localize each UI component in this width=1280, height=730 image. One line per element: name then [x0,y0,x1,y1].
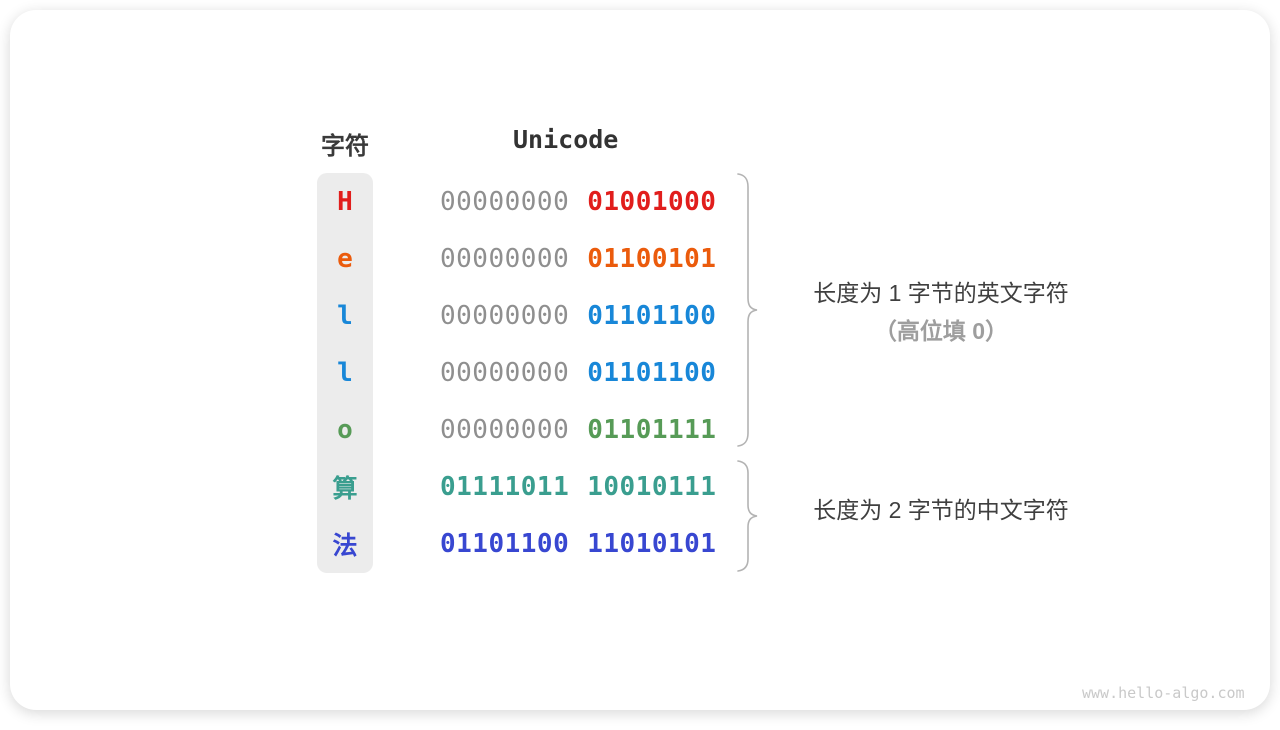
char-suan: 算 [332,475,358,504]
high-byte: 00000000 [440,300,570,331]
unicode-row: 00000000 01001000 [440,173,740,230]
low-byte: 01001000 [587,186,717,217]
annotation-chinese-group: 长度为 2 字节的中文字符 [752,491,1130,529]
unicode-column: 00000000 01001000 00000000 01100101 0000… [440,173,740,573]
low-byte: 01101100 [587,300,717,331]
low-byte: 01101111 [587,415,717,446]
unicode-row: 00000000 01101100 [440,344,740,401]
high-byte: 01101100 [440,529,570,560]
low-byte: 11010101 [587,529,717,560]
high-byte: 00000000 [440,357,570,388]
column-header-unicode: Unicode [513,125,619,154]
unicode-row: 00000000 01101111 [440,402,740,459]
unicode-row: 00000000 01100101 [440,230,740,287]
char-e: e [337,243,353,274]
diagram-card: 字符 Unicode H e l l o 算 法 00000000 010010… [10,10,1270,710]
char-o: o [337,415,353,446]
high-byte: 00000000 [440,186,570,217]
char-H: H [337,186,353,217]
annotation-english-line2: （高位填 0） [873,318,1009,344]
char-l1: l [337,300,353,331]
column-header-character: 字符 [321,133,369,160]
low-byte: 01101100 [587,357,717,388]
high-byte: 00000000 [440,243,570,274]
char-l2: l [337,357,353,388]
unicode-row: 01111011 10010111 [440,459,740,516]
watermark: www.hello-algo.com [1082,684,1245,702]
annotation-english-group: 长度为 1 字节的英文字符 （高位填 0） [752,274,1130,350]
low-byte: 10010111 [587,472,717,503]
high-byte: 01111011 [440,472,570,503]
character-column: H e l l o 算 法 [317,173,373,573]
unicode-row: 01101100 11010101 [440,516,740,573]
annotation-english-line1: 长度为 1 字节的英文字符 [813,280,1069,306]
annotation-chinese-line1: 长度为 2 字节的中文字符 [813,497,1069,523]
high-byte: 00000000 [440,415,570,446]
unicode-row: 00000000 01101100 [440,287,740,344]
char-fa: 法 [332,532,358,561]
low-byte: 01100101 [587,243,717,274]
